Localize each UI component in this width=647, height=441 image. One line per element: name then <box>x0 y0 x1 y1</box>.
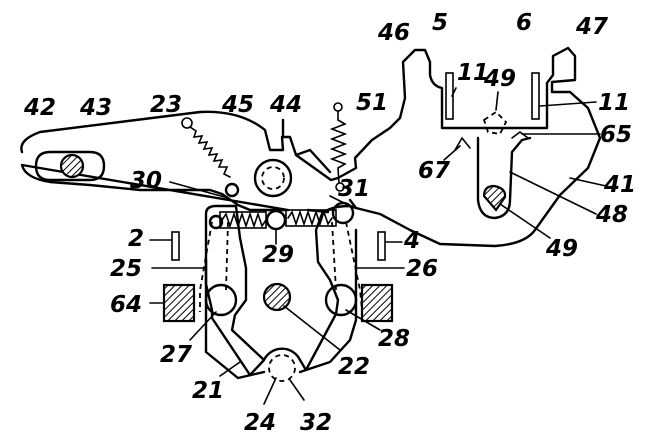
label-67: 67 <box>418 158 450 184</box>
blade-4 <box>377 231 386 261</box>
leader-21 <box>219 361 241 377</box>
leader-11b <box>539 101 597 107</box>
label-49b: 49 <box>545 236 578 262</box>
leader-48 <box>509 171 597 215</box>
leader-32 <box>289 379 305 401</box>
dashed-26b <box>345 221 363 311</box>
label-31: 31 <box>338 176 370 202</box>
pin-29 <box>265 209 287 231</box>
label-46: 46 <box>377 20 410 46</box>
spring-23-anchor <box>181 117 193 129</box>
label-42: 42 <box>23 95 56 121</box>
label-23: 23 <box>150 92 182 118</box>
pin-30 <box>224 182 240 198</box>
leader-24 <box>263 377 277 405</box>
spring-housing-right <box>285 209 337 227</box>
spring-right <box>287 209 333 227</box>
label-22: 22 <box>338 354 370 380</box>
cam-49-lower <box>482 184 507 212</box>
leader-49b <box>499 203 551 239</box>
pivot-45-outer <box>253 158 293 198</box>
label-49a: 49 <box>483 66 516 92</box>
label-30: 30 <box>130 168 162 194</box>
notch-65 <box>511 131 529 139</box>
leader-67 <box>443 145 461 161</box>
spring-51-top-anchor <box>333 102 343 112</box>
notch-44 <box>281 118 332 174</box>
tongue-48 <box>476 136 532 220</box>
dashed-25 <box>199 221 213 312</box>
notch-67 <box>454 136 471 151</box>
label-51: 51 <box>356 90 388 116</box>
label-6: 6 <box>516 10 532 36</box>
block-28-right <box>360 283 394 323</box>
spring-23 <box>189 126 231 178</box>
pin-32 <box>268 354 296 382</box>
leader-22 <box>283 305 341 351</box>
spring-51 <box>329 110 348 184</box>
spring-51-bottom-anchor <box>335 182 345 192</box>
label-65: 65 <box>600 122 632 148</box>
pin-left-spring <box>208 214 224 230</box>
blade-6 <box>531 72 540 120</box>
label-26: 26 <box>406 256 438 282</box>
label-25: 25 <box>110 256 142 282</box>
label-45: 45 <box>221 92 254 118</box>
blade-5 <box>445 72 454 120</box>
label-47: 47 <box>575 14 608 40</box>
leader-49a <box>495 91 499 111</box>
pivot-45-inner <box>261 166 285 190</box>
label-41: 41 <box>603 172 636 198</box>
label-4: 4 <box>403 228 420 254</box>
dashed-25b <box>225 221 229 291</box>
label-11a: 11 <box>457 60 489 86</box>
leader-28 <box>345 309 381 331</box>
lever-41-outline <box>20 46 602 248</box>
label-32: 32 <box>300 410 332 436</box>
label-21: 21 <box>192 378 224 404</box>
leader-31 <box>329 195 347 205</box>
cam-49-upper-dashed <box>482 110 508 135</box>
leader-11a <box>451 87 457 97</box>
label-43: 43 <box>79 95 112 121</box>
pin-27 <box>204 283 238 317</box>
label-11b: 11 <box>598 90 630 116</box>
pin-28 <box>324 283 358 317</box>
label-27: 27 <box>160 342 192 368</box>
pin-43 <box>59 153 85 179</box>
label-48: 48 <box>595 202 628 228</box>
spring-left <box>221 211 267 229</box>
leader-41 <box>569 177 607 187</box>
label-64: 64 <box>110 292 142 318</box>
label-29: 29 <box>262 242 294 268</box>
label-5: 5 <box>432 10 448 36</box>
label-24: 24 <box>244 410 276 436</box>
label-44: 44 <box>269 92 302 118</box>
pin-22 <box>262 282 292 312</box>
label-2: 2 <box>128 226 144 252</box>
blade-2 <box>171 231 180 261</box>
leader-30 <box>169 181 229 199</box>
block-64 <box>162 283 196 323</box>
label-28: 28 <box>378 326 410 352</box>
leader-27 <box>189 311 217 341</box>
dashed-26 <box>331 221 337 291</box>
slot-42 <box>34 150 106 182</box>
